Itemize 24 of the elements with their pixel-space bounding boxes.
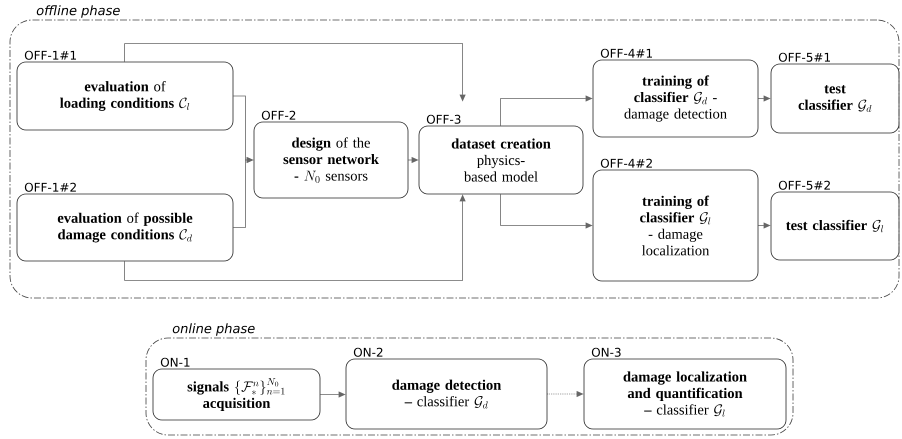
- process-box: test classifier $\mathcal{G}_l$: [770, 192, 900, 260]
- process-box: training of classifier $\mathcal{G}_l$ - damage localization: [592, 170, 758, 282]
- step-label: OFF-1#1: [24, 50, 76, 60]
- process-box: test classifier $\mathcal{G}_d$: [770, 64, 900, 134]
- process-box: training of classifier $\mathcal{G}_d$ - damage detection: [592, 60, 758, 138]
- step-label: OFF-4#1: [600, 48, 652, 58]
- process-box: damage detection – classifier $\mathcal{G}_d$: [346, 358, 548, 430]
- process-box: signals $\{\mathcal{F}^n_*\}_{n=1}^{N_0}$ acquisition: [152, 368, 320, 420]
- step-label: OFF-1#2: [24, 182, 76, 192]
- phase-title: online phase: [172, 323, 255, 336]
- process-box: damage localization and quantification – classifier $\mathcal{G}_l$: [584, 358, 786, 430]
- step-label: ON-2: [354, 348, 382, 357]
- process-box: dataset creation physics-based model: [418, 126, 584, 194]
- step-label: OFF-5#2: [778, 180, 830, 190]
- step-label: ON-3: [592, 348, 621, 357]
- process-box: evaluation of possible damage conditions $\mathcal{C}_d$: [16, 194, 234, 262]
- step-label: OFF-2: [262, 110, 296, 120]
- phase-title: offline phase: [36, 5, 120, 18]
- step-label: OFF-5#1: [778, 52, 830, 62]
- process-box: design of the sensor network - $N_0$ sensors: [254, 122, 408, 198]
- step-label: OFF-3: [426, 114, 460, 124]
- process-box: evaluation of loading conditions $\mathcal{C}_l$: [16, 62, 234, 130]
- step-label: ON-1: [160, 358, 190, 367]
- step-label: OFF-4#2: [600, 158, 652, 168]
